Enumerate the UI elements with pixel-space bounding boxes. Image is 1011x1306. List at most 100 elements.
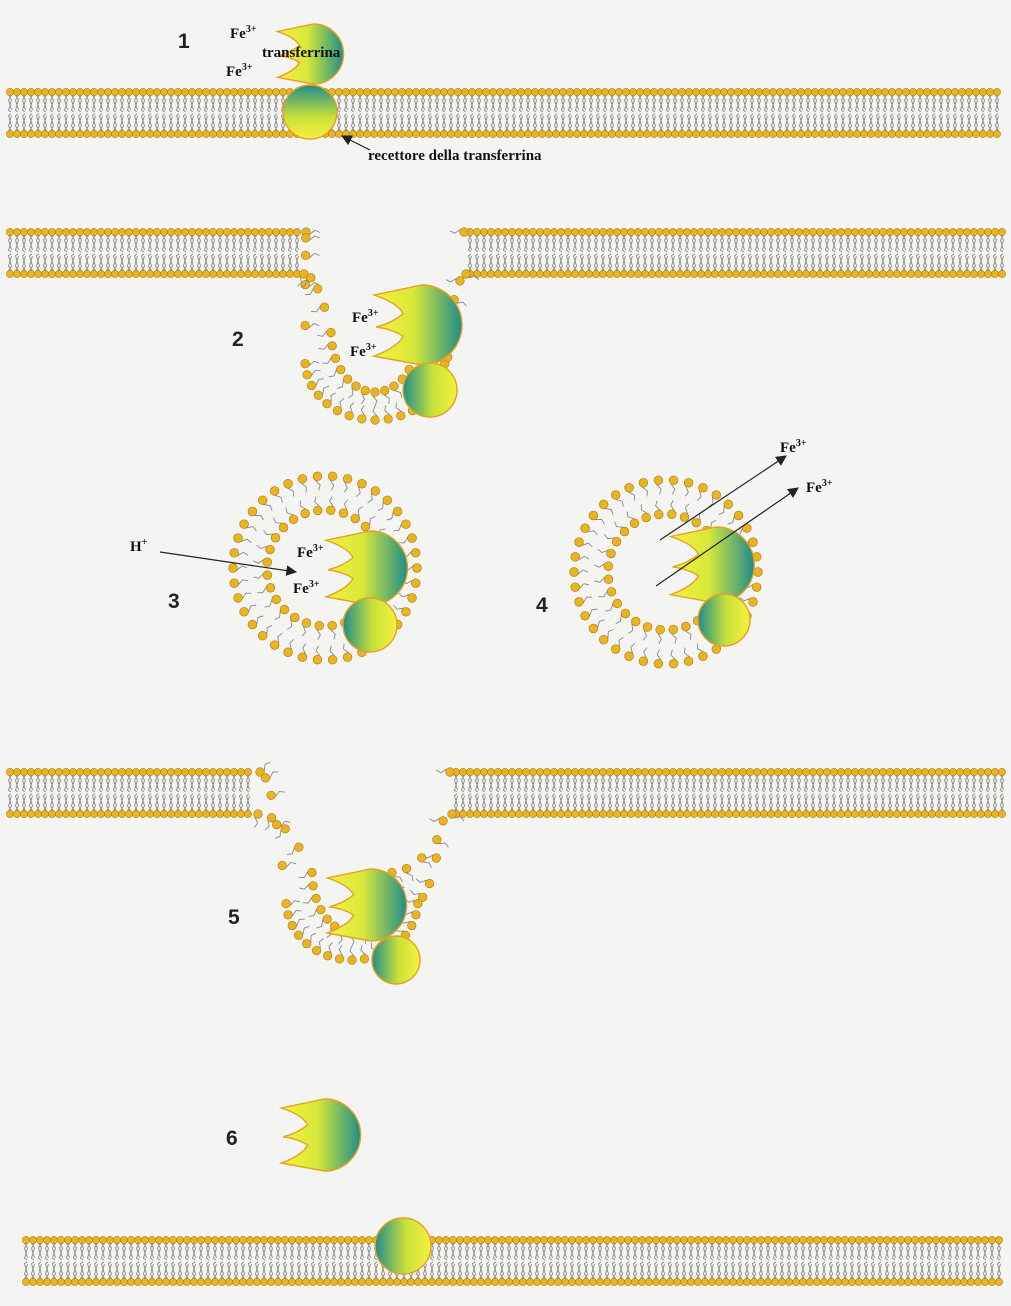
arrows xyxy=(160,136,798,586)
lipid-head xyxy=(594,130,601,137)
lipid-head xyxy=(557,270,564,277)
lipid-head xyxy=(342,88,349,95)
lipid-head xyxy=(209,88,216,95)
lipid-head xyxy=(893,228,900,235)
lipid-head xyxy=(865,270,872,277)
lipid-head xyxy=(139,228,146,235)
lipid-head xyxy=(27,130,34,137)
lipid-head xyxy=(195,228,202,235)
lipid-head xyxy=(278,861,287,870)
lipid-head xyxy=(571,270,578,277)
lipid-head xyxy=(160,810,167,817)
lipid-head xyxy=(425,879,434,888)
lipid-head xyxy=(419,88,426,95)
lipid-head xyxy=(743,1278,750,1285)
lipid-head xyxy=(195,130,202,137)
lipid-head xyxy=(195,768,202,775)
iron-ion-label: Fe3+ xyxy=(352,308,379,326)
lipid-head xyxy=(636,130,643,137)
lipid-head xyxy=(599,810,606,817)
lipid-head xyxy=(41,810,48,817)
lipid-head xyxy=(928,810,935,817)
lipid-head xyxy=(620,810,627,817)
lipid-head xyxy=(669,270,676,277)
lipid-head xyxy=(902,88,909,95)
lipid-head xyxy=(363,88,370,95)
lipid-head xyxy=(218,1278,225,1285)
lipid-head xyxy=(599,270,606,277)
lipid-head xyxy=(526,1236,533,1243)
lipid-head xyxy=(536,228,543,235)
lipid-head xyxy=(328,341,337,350)
lipid-head xyxy=(181,228,188,235)
lipid-head xyxy=(851,270,858,277)
lipid-head xyxy=(223,130,230,137)
lipid-head xyxy=(402,864,411,873)
lipid-head xyxy=(949,270,956,277)
lipid-head xyxy=(174,228,181,235)
lipid-head xyxy=(260,1278,267,1285)
lipid-head xyxy=(515,228,522,235)
lipid-head xyxy=(785,1236,792,1243)
lipid-head xyxy=(596,1278,603,1285)
lipid-head xyxy=(272,130,279,137)
lipid-head xyxy=(669,768,676,775)
lipid-head xyxy=(209,228,216,235)
lipid-head xyxy=(991,768,998,775)
lipid-head xyxy=(900,270,907,277)
lipid-head xyxy=(720,130,727,137)
lipid-head xyxy=(284,910,293,919)
lipid-head xyxy=(998,768,1005,775)
lipid-head xyxy=(69,270,76,277)
lipid-head xyxy=(505,1236,512,1243)
lipid-head xyxy=(620,228,627,235)
lipid-head xyxy=(722,1278,729,1285)
lipid-head xyxy=(652,1236,659,1243)
lipid-head xyxy=(921,270,928,277)
lipid-head xyxy=(767,270,774,277)
lipid-head xyxy=(809,228,816,235)
lipid-head xyxy=(718,768,725,775)
lipid-head xyxy=(358,479,367,488)
lipid-head xyxy=(589,1236,596,1243)
lipid-head xyxy=(935,228,942,235)
lipid-head xyxy=(216,810,223,817)
lipid-head xyxy=(739,810,746,817)
receptor-label: recettore della transferrina xyxy=(368,148,542,164)
lipid-head xyxy=(865,228,872,235)
lipid-head xyxy=(846,130,853,137)
lipid-head xyxy=(711,768,718,775)
lipid-head xyxy=(550,768,557,775)
lipid-head xyxy=(190,1236,197,1243)
lipid-head xyxy=(97,810,104,817)
lipid-head xyxy=(704,228,711,235)
lipid-head xyxy=(295,1278,302,1285)
lipid-head xyxy=(302,939,311,948)
lipid-head xyxy=(413,564,422,573)
lipid-head xyxy=(160,130,167,137)
lipid-head xyxy=(343,653,352,662)
lipid-head xyxy=(326,506,335,515)
lipid-head xyxy=(900,768,907,775)
lipid-head xyxy=(153,810,160,817)
lipid-head xyxy=(991,270,998,277)
lipid-head xyxy=(550,270,557,277)
lipid-head xyxy=(795,270,802,277)
lipid-head xyxy=(900,810,907,817)
lipid-head xyxy=(564,228,571,235)
step-number-5: 5 xyxy=(228,906,240,929)
arrow xyxy=(342,136,370,150)
lipid-head xyxy=(351,1236,358,1243)
lipid-head xyxy=(460,228,469,237)
lipid-head xyxy=(6,130,13,137)
lipid-head xyxy=(494,228,501,235)
lipid-head xyxy=(230,270,237,277)
lipid-head xyxy=(977,810,984,817)
lipid-head xyxy=(851,228,858,235)
lipid-head xyxy=(27,810,34,817)
lipid-head xyxy=(734,130,741,137)
lipid-head xyxy=(55,88,62,95)
lipid-head xyxy=(153,130,160,137)
lipid-head xyxy=(301,509,310,518)
lipid-head xyxy=(216,768,223,775)
